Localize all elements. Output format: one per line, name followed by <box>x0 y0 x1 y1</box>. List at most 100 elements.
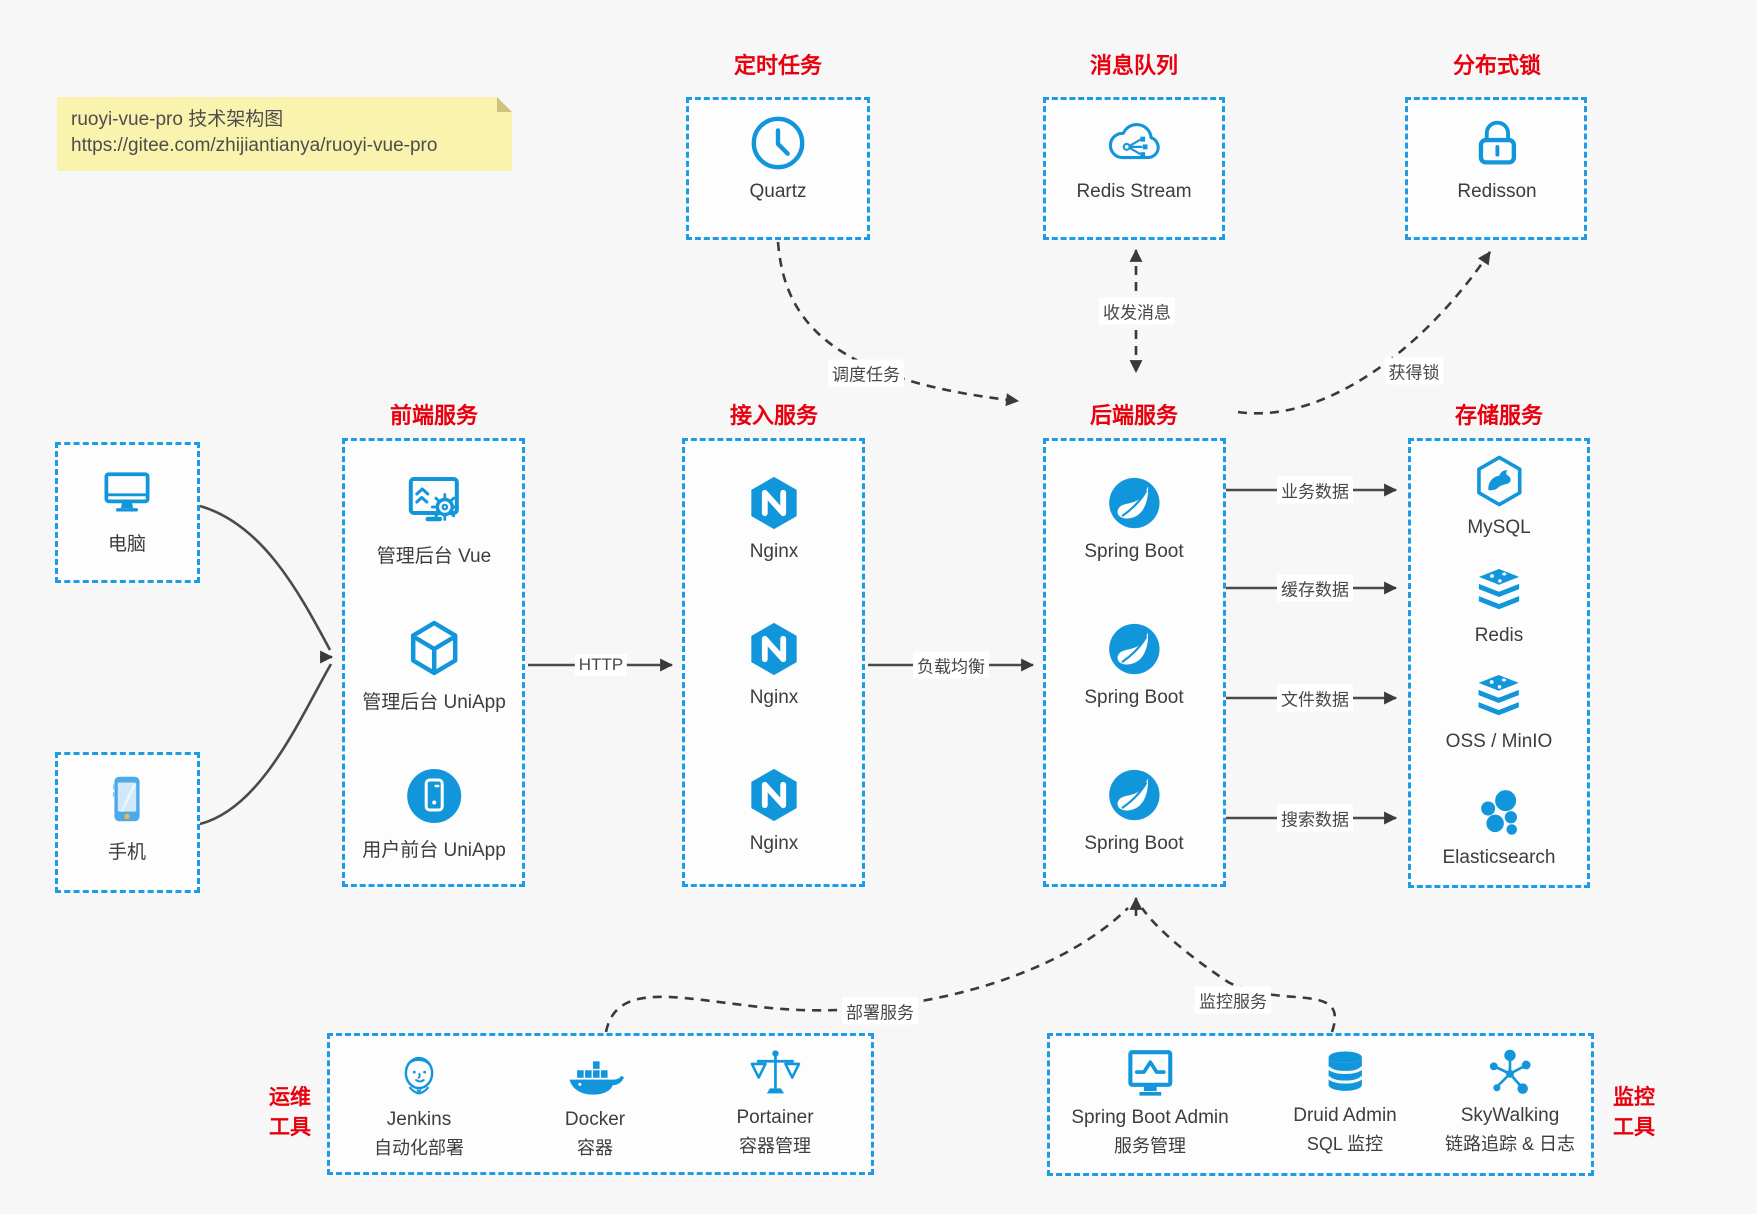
spring-icon <box>1103 618 1165 680</box>
edge-monitor-service <box>1140 907 1336 1033</box>
monitoring-label-line1: 监控 <box>1613 1086 1655 1109</box>
node-label: Nginx <box>749 541 799 562</box>
nginx-icon <box>743 764 805 826</box>
node-label: Spring Boot <box>1084 833 1184 854</box>
node-label: Quartz <box>749 181 807 202</box>
edge-label-load-balance: 负载均衡 <box>913 651 989 679</box>
sticky-note: ruoyi-vue-pro 技术架构图 https://gitee.com/zh… <box>57 97 512 171</box>
elasticsearch-icon <box>1471 784 1527 840</box>
node-admin-uniapp: 管理后台 UniApp <box>362 616 506 714</box>
group-title-mq: 消息队列 <box>1089 53 1179 78</box>
node-nginx-1: Nginx <box>743 472 805 563</box>
edge-deploy-service <box>604 907 1129 1033</box>
desktop-icon <box>97 462 157 522</box>
node-label: Redisson <box>1457 181 1537 202</box>
tool-desc: 自动化部署 <box>374 1138 464 1158</box>
devops-label-line1: 运维 <box>269 1086 311 1109</box>
node-label: Spring Boot <box>1084 541 1184 562</box>
edge-label-deploy-service: 部署服务 <box>842 997 918 1025</box>
node-spring-boot-2: Spring Boot <box>1084 618 1184 709</box>
tool-name: Jenkins <box>386 1109 452 1130</box>
tool-name: Portainer <box>736 1107 814 1128</box>
group-title-scheduler: 定时任务 <box>733 53 823 78</box>
devops-label-line2: 工具 <box>269 1116 311 1139</box>
note-url: https://gitee.com/zhijiantianya/ruoyi-vu… <box>71 135 438 156</box>
tool-name: Druid Admin <box>1293 1105 1397 1126</box>
node-label: OSS / MinIO <box>1445 731 1553 752</box>
node-user-uniapp: 用户前台 UniApp <box>362 764 506 862</box>
node-label: Elasticsearch <box>1442 847 1556 868</box>
nginx-icon <box>743 618 805 680</box>
spring-icon <box>1103 472 1165 534</box>
druid-icon <box>1317 1044 1373 1100</box>
node-admin-vue: 管理后台 Vue <box>377 470 491 568</box>
cloud-stream-icon <box>1103 112 1165 174</box>
storage-group-box <box>1408 438 1590 888</box>
docker-icon <box>565 1044 625 1104</box>
uniapp-cube-icon <box>402 616 466 680</box>
edge-label-cache-data: 缓存数据 <box>1277 574 1353 602</box>
lock-icon <box>1466 112 1528 174</box>
node-oss-minio: OSS / MinIO <box>1445 668 1553 753</box>
edge-label-schedule-task: 调度任务 <box>828 359 904 387</box>
tool-druid-admin: Druid Admin SQL 监控 <box>1293 1044 1397 1156</box>
nginx-icon <box>743 472 805 534</box>
node-spring-boot-3: Spring Boot <box>1084 764 1184 855</box>
pc-client-box <box>55 442 200 583</box>
node-nginx-3: Nginx <box>743 764 805 855</box>
group-title-lock: 分布式锁 <box>1452 53 1542 78</box>
tool-name: Docker <box>564 1109 626 1130</box>
group-title-gateway: 接入服务 <box>729 403 819 428</box>
edge-label-business-data: 业务数据 <box>1277 476 1353 504</box>
node-label: 电脑 <box>107 534 146 555</box>
admin-vue-icon <box>402 470 466 534</box>
node-label: Redis Stream <box>1076 181 1192 202</box>
redis-stack-icon <box>1471 562 1527 618</box>
node-quartz: Quartz <box>747 112 809 203</box>
node-label: 用户前台 UniApp <box>362 840 506 861</box>
edge-label-file-data: 文件数据 <box>1277 684 1353 712</box>
mq-group-box <box>1043 97 1225 240</box>
spring-boot-admin-icon <box>1121 1044 1179 1102</box>
node-redisson: Redisson <box>1457 112 1537 203</box>
monitoring-label-line2: 工具 <box>1613 1116 1655 1139</box>
edge-phone-to-frontend <box>199 663 333 826</box>
group-title-frontend: 前端服务 <box>389 403 479 428</box>
edge-label-search-data: 搜索数据 <box>1277 804 1353 832</box>
tool-desc: 链路追踪 & 日志 <box>1444 1134 1576 1154</box>
tool-portainer: Portainer 容器管理 <box>736 1044 814 1158</box>
edge-pc-to-frontend <box>199 504 332 651</box>
node-label: 手机 <box>107 842 146 863</box>
edge-schedule-task <box>776 241 1020 407</box>
node-redis: Redis <box>1471 562 1527 647</box>
clock-icon <box>747 112 809 174</box>
node-phone: 手机 <box>96 768 158 864</box>
edge-label-http: HTTP <box>574 654 628 676</box>
smartphone-icon <box>96 768 158 830</box>
tool-spring-boot-admin: Spring Boot Admin 服务管理 <box>1071 1044 1229 1158</box>
tool-skywalking: SkyWalking 链路追踪 & 日志 <box>1445 1044 1575 1156</box>
tool-docker: Docker 容器 <box>565 1044 625 1160</box>
node-redis-stream: Redis Stream <box>1076 112 1192 203</box>
edge-acquire-lock <box>1237 251 1492 415</box>
node-mysql: MySQL <box>1467 452 1531 539</box>
monitoring-group-box <box>1047 1033 1594 1176</box>
node-label: 管理后台 Vue <box>376 546 492 567</box>
node-spring-boot-1: Spring Boot <box>1084 472 1184 563</box>
edge-label-monitor-service: 监控服务 <box>1195 986 1271 1014</box>
node-label: 管理后台 UniApp <box>362 692 506 713</box>
phone-client-box <box>55 752 200 893</box>
group-title-storage: 存储服务 <box>1454 403 1544 428</box>
user-app-icon <box>402 764 466 828</box>
node-nginx-2: Nginx <box>743 618 805 709</box>
node-pc: 电脑 <box>97 462 157 556</box>
portainer-icon <box>746 1044 804 1102</box>
edge-label-acquire-lock: 获得锁 <box>1384 357 1444 385</box>
node-label: Nginx <box>749 833 799 854</box>
skywalking-icon <box>1482 1044 1538 1100</box>
group-title-backend: 后端服务 <box>1089 403 1179 428</box>
note-title: ruoyi-vue-pro 技术架构图 <box>71 109 284 130</box>
tool-desc: 服务管理 <box>1114 1136 1186 1156</box>
node-label: MySQL <box>1467 517 1531 538</box>
